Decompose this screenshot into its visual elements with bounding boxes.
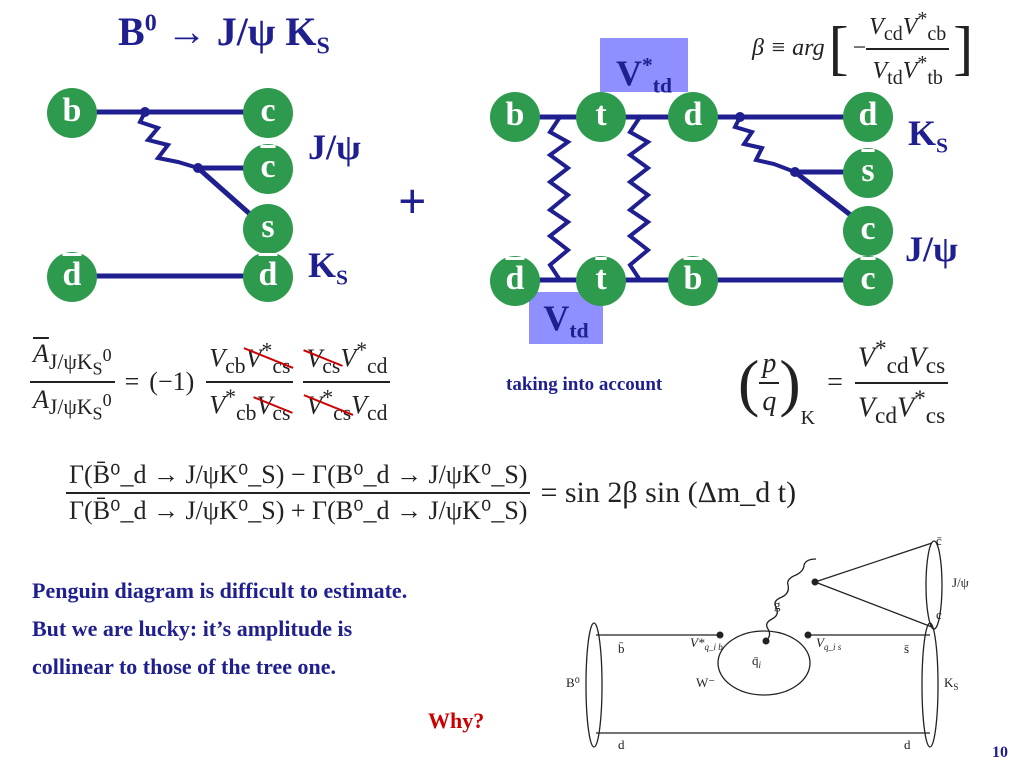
penguin-label-c: c [936,607,942,622]
penguin-label-qi: q̄i [752,653,762,670]
penguin-diagram: c̄ J/ψ g c b̄ V*q_i b q̄i Vq_i s s̄ B⁰ W… [566,535,969,752]
taking-into-account-text: taking into account [506,374,663,395]
quark-d2-box: d [843,92,893,142]
box-diagram: b t d d s c c d t b KS J/ψ [0,0,1024,340]
quark-sbar-box: s [843,148,893,198]
penguin-label-sbar: s̄ [904,641,909,656]
label-jpsi-box: J/ψ [905,229,958,269]
penguin-label-ks: KS [944,675,958,692]
penguin-label-bbar: b̄ [618,641,625,656]
slide-title: B0 → J/ψ KS [118,9,330,60]
penguin-label-cbar: c̄ [936,535,942,548]
vtd-star-box: V*td [600,38,688,98]
quark-c: c [243,88,293,138]
amplitude-ratio-equation: AJ/ψKS0 AJ/ψKS0 = (−1) VcbV*cs V*cbVcs V… [30,338,391,426]
note-line-1: Penguin diagram is difficult to estimate… [32,578,408,603]
penguin-label-d-right: d [904,737,911,752]
penguin-label-g: g [774,597,781,612]
page-number: 10 [992,744,1008,761]
penguin-label-w: W⁻ [696,675,715,690]
quark-b-box: b [490,92,540,142]
label-jpsi-tree: J/ψ [308,127,361,167]
quark-b: b [47,88,97,138]
quark-d-box: d [668,92,718,142]
note-line-3: collinear to those of the tree one. [32,654,337,679]
quark-c-box: c [843,206,893,256]
penguin-label-jpsi: J/ψ [952,575,969,590]
quark-dbar-box: d [490,256,540,306]
penguin-note: Penguin diagram is difficult to estimate… [32,572,407,686]
quark-cbar: c [243,144,293,194]
label-ks-tree: KS [308,245,349,290]
cp-asymmetry-equation: Γ(B̄⁰_d → J/ψK⁰_S) − Γ(B⁰_d → J/ψK⁰_S) Γ… [66,460,796,526]
quark-tbar-box: t [576,256,626,306]
note-line-2: But we are lucky: it’s amplitude is [32,616,353,641]
quark-cbar-box: c [843,256,893,306]
plus-sign: + [398,173,427,229]
why-text: Why? [428,708,485,733]
label-ks-box: KS [908,113,949,158]
tree-diagram: b c c s d d J/ψ KS [0,0,1024,340]
quark-dbar-right: d [243,252,293,302]
quark-bbar-box: b [668,256,718,306]
quark-s: s [243,204,293,254]
penguin-label-d-left: d [618,737,625,752]
penguin-label-b0: B⁰ [566,675,580,690]
beta-definition: β ≡ arg [ − VcdV*cb VtdV*tb ] [752,8,974,89]
penguin-label-vqb: V*q_i b [690,635,723,652]
quark-t-box: t [576,92,626,142]
vtd-box: Vtd [529,292,603,344]
tree-diagram-lines [72,109,270,279]
penguin-label-vqs: Vq_i s [816,635,842,652]
quark-dbar-left: d [47,252,97,302]
